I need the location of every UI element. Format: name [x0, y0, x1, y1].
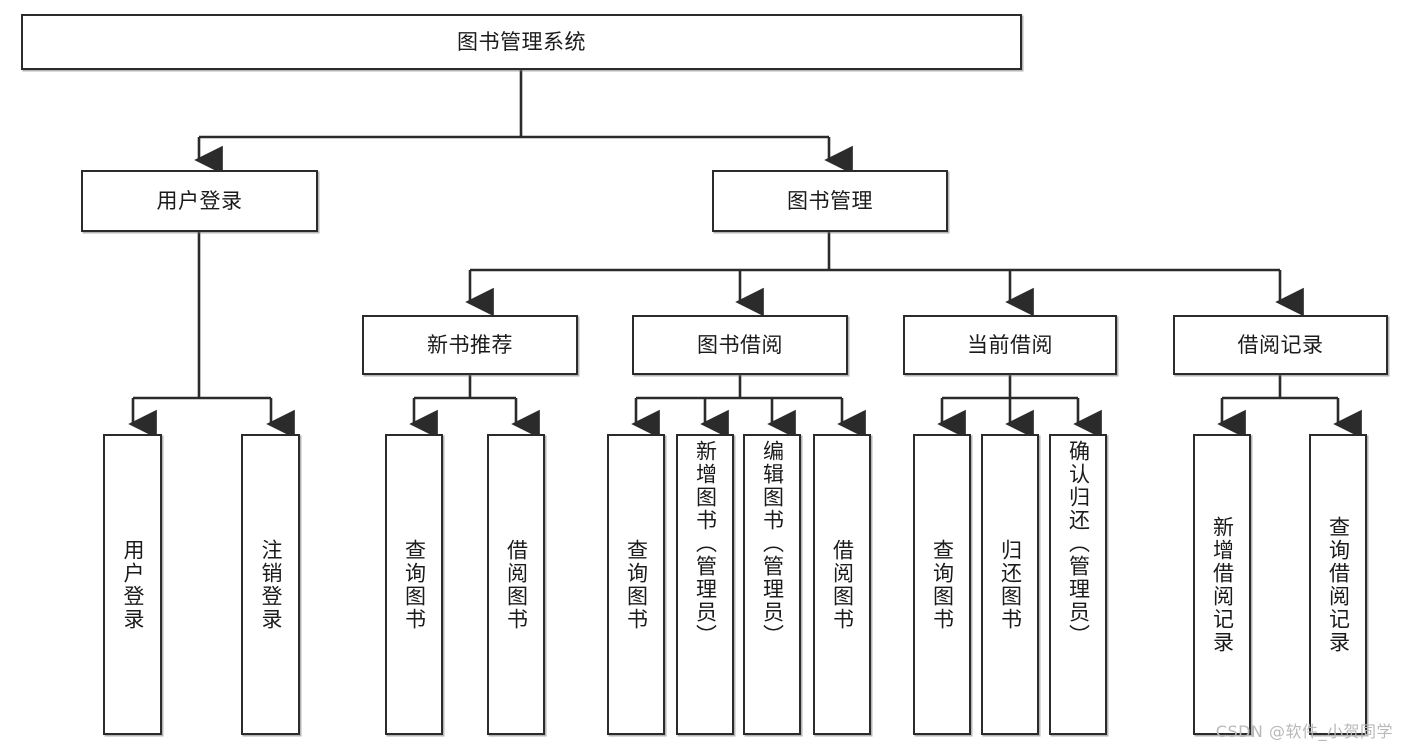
leaf-content: 归还图书 — [983, 436, 1037, 733]
leaf-content: 新增借阅记录 — [1195, 436, 1249, 733]
leaf-label: 查询图书 — [402, 538, 427, 631]
leaf-content: 借阅图书 — [815, 436, 869, 733]
leaf-content: 确认归还（管理员） — [1051, 436, 1105, 733]
leaf-book-borrow-add-book[interactable]: 新增图书（管理员） — [676, 434, 734, 735]
leaf-content: 查询借阅记录 — [1311, 436, 1365, 733]
leaf-book-borrow-edit-book[interactable]: 编辑图书（管理员） — [743, 434, 801, 735]
leaf-borrow-record-query-record[interactable]: 查询借阅记录 — [1309, 434, 1367, 735]
leaf-label: 新增借阅记录 — [1210, 515, 1235, 654]
leaf-current-borrow-return-book[interactable]: 归还图书 — [981, 434, 1039, 735]
leaf-content: 借阅图书 — [489, 436, 543, 733]
leaf-content: 查询图书 — [609, 436, 663, 733]
node-current-borrow-label: 当前借阅 — [967, 332, 1053, 357]
leaf-label: 查询图书 — [930, 538, 955, 631]
leaf-label: 用户登录 — [121, 538, 145, 631]
node-root-label: 图书管理系统 — [457, 29, 586, 54]
leaf-label: 归还图书 — [998, 538, 1023, 631]
node-root[interactable]: 图书管理系统 — [21, 14, 1022, 70]
leaf-label: 查询借阅记录 — [1326, 515, 1351, 654]
leaf-label: 查询图书 — [624, 538, 649, 631]
leaf-label: 借阅图书 — [504, 538, 529, 631]
leaf-content: 查询图书 — [915, 436, 969, 733]
node-current-borrow[interactable]: 当前借阅 — [903, 315, 1117, 375]
leaf-content: 用户登录 — [105, 436, 160, 733]
leaf-new-book-query-book[interactable]: 查询图书 — [385, 434, 443, 735]
node-borrow-record-label: 借阅记录 — [1237, 332, 1324, 357]
node-new-book-recommend[interactable]: 新书推荐 — [362, 315, 578, 375]
leaf-content: 查询图书 — [387, 436, 441, 733]
node-borrow-record[interactable]: 借阅记录 — [1173, 315, 1388, 375]
node-book-manage-label: 图书管理 — [787, 188, 873, 213]
leaf-label: 编辑图书（管理员） — [760, 440, 785, 647]
leaf-borrow-record-add-record[interactable]: 新增借阅记录 — [1193, 434, 1251, 735]
leaf-content: 新增图书（管理员） — [678, 436, 732, 733]
leaf-label: 借阅图书 — [830, 538, 855, 631]
leaf-label: 确认归还（管理员） — [1066, 440, 1091, 647]
leaf-current-borrow-query-book[interactable]: 查询图书 — [913, 434, 971, 735]
node-book-manage[interactable]: 图书管理 — [712, 170, 948, 232]
leaf-label: 注销登录 — [259, 538, 283, 631]
leaf-content: 注销登录 — [243, 436, 298, 733]
leaf-book-borrow-borrow-book[interactable]: 借阅图书 — [813, 434, 871, 735]
leaf-book-borrow-query-book[interactable]: 查询图书 — [607, 434, 665, 735]
leaf-user-login-user-login[interactable]: 用户登录 — [103, 434, 162, 735]
leaf-content: 编辑图书（管理员） — [745, 436, 799, 733]
node-new-book-recommend-label: 新书推荐 — [427, 332, 513, 357]
leaf-user-login-logout[interactable]: 注销登录 — [241, 434, 300, 735]
leaf-label: 新增图书（管理员） — [693, 440, 718, 647]
node-book-borrow-label: 图书借阅 — [697, 332, 783, 357]
leaf-new-book-borrow-book[interactable]: 借阅图书 — [487, 434, 545, 735]
node-user-login[interactable]: 用户登录 — [81, 170, 318, 232]
node-book-borrow[interactable]: 图书借阅 — [632, 315, 848, 375]
leaf-current-borrow-confirm-return[interactable]: 确认归还（管理员） — [1049, 434, 1107, 735]
node-user-login-label: 用户登录 — [156, 188, 243, 213]
